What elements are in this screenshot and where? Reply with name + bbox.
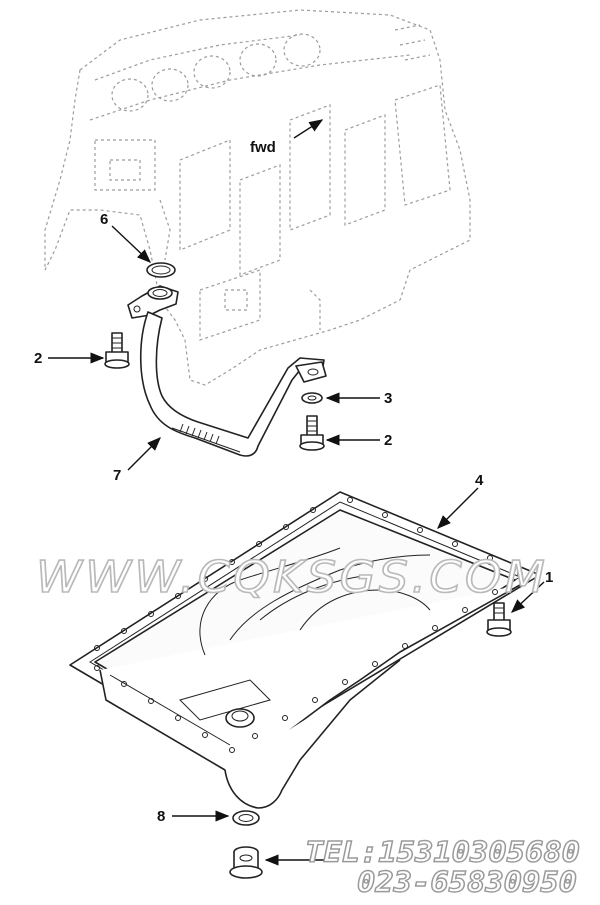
engine-block-outline	[44, 9, 471, 386]
watermark: WWW.CQKSGS.COM TEL:15310305680 023-65830…	[35, 551, 581, 900]
callout-6: 6	[100, 211, 108, 228]
forward-direction-indicator: fwd	[250, 119, 324, 156]
callout-leaders	[48, 225, 545, 866]
callout-7: 7	[113, 467, 121, 484]
watermark-phone: 023-65830950	[357, 866, 577, 899]
watermark-tel: TEL:15310305680	[305, 836, 580, 869]
callout-1: 1	[545, 569, 553, 586]
o-ring-part	[146, 262, 176, 278]
bolt-part-left	[104, 332, 130, 369]
oil-pan-bolt-holes	[94, 497, 523, 753]
callout-2-left: 2	[34, 350, 42, 367]
washer-part	[301, 392, 323, 404]
callout-3: 3	[384, 390, 392, 407]
oil-pan-part	[69, 491, 541, 809]
watermark-site: WWW.CQKSGS.COM	[36, 552, 548, 603]
callout-2-right: 2	[384, 432, 392, 449]
callout-numbers: 6 2 3 2 7 4 1 8	[34, 211, 553, 825]
bolt-part-right	[299, 415, 325, 451]
fwd-label: fwd	[250, 139, 276, 156]
drain-plug-part	[229, 846, 263, 879]
callout-4: 4	[475, 472, 484, 489]
callout-8: 8	[157, 808, 165, 825]
oil-suction-tube-part	[127, 285, 327, 457]
bolt-part-one	[486, 602, 512, 637]
sealing-washer-part	[232, 810, 260, 826]
